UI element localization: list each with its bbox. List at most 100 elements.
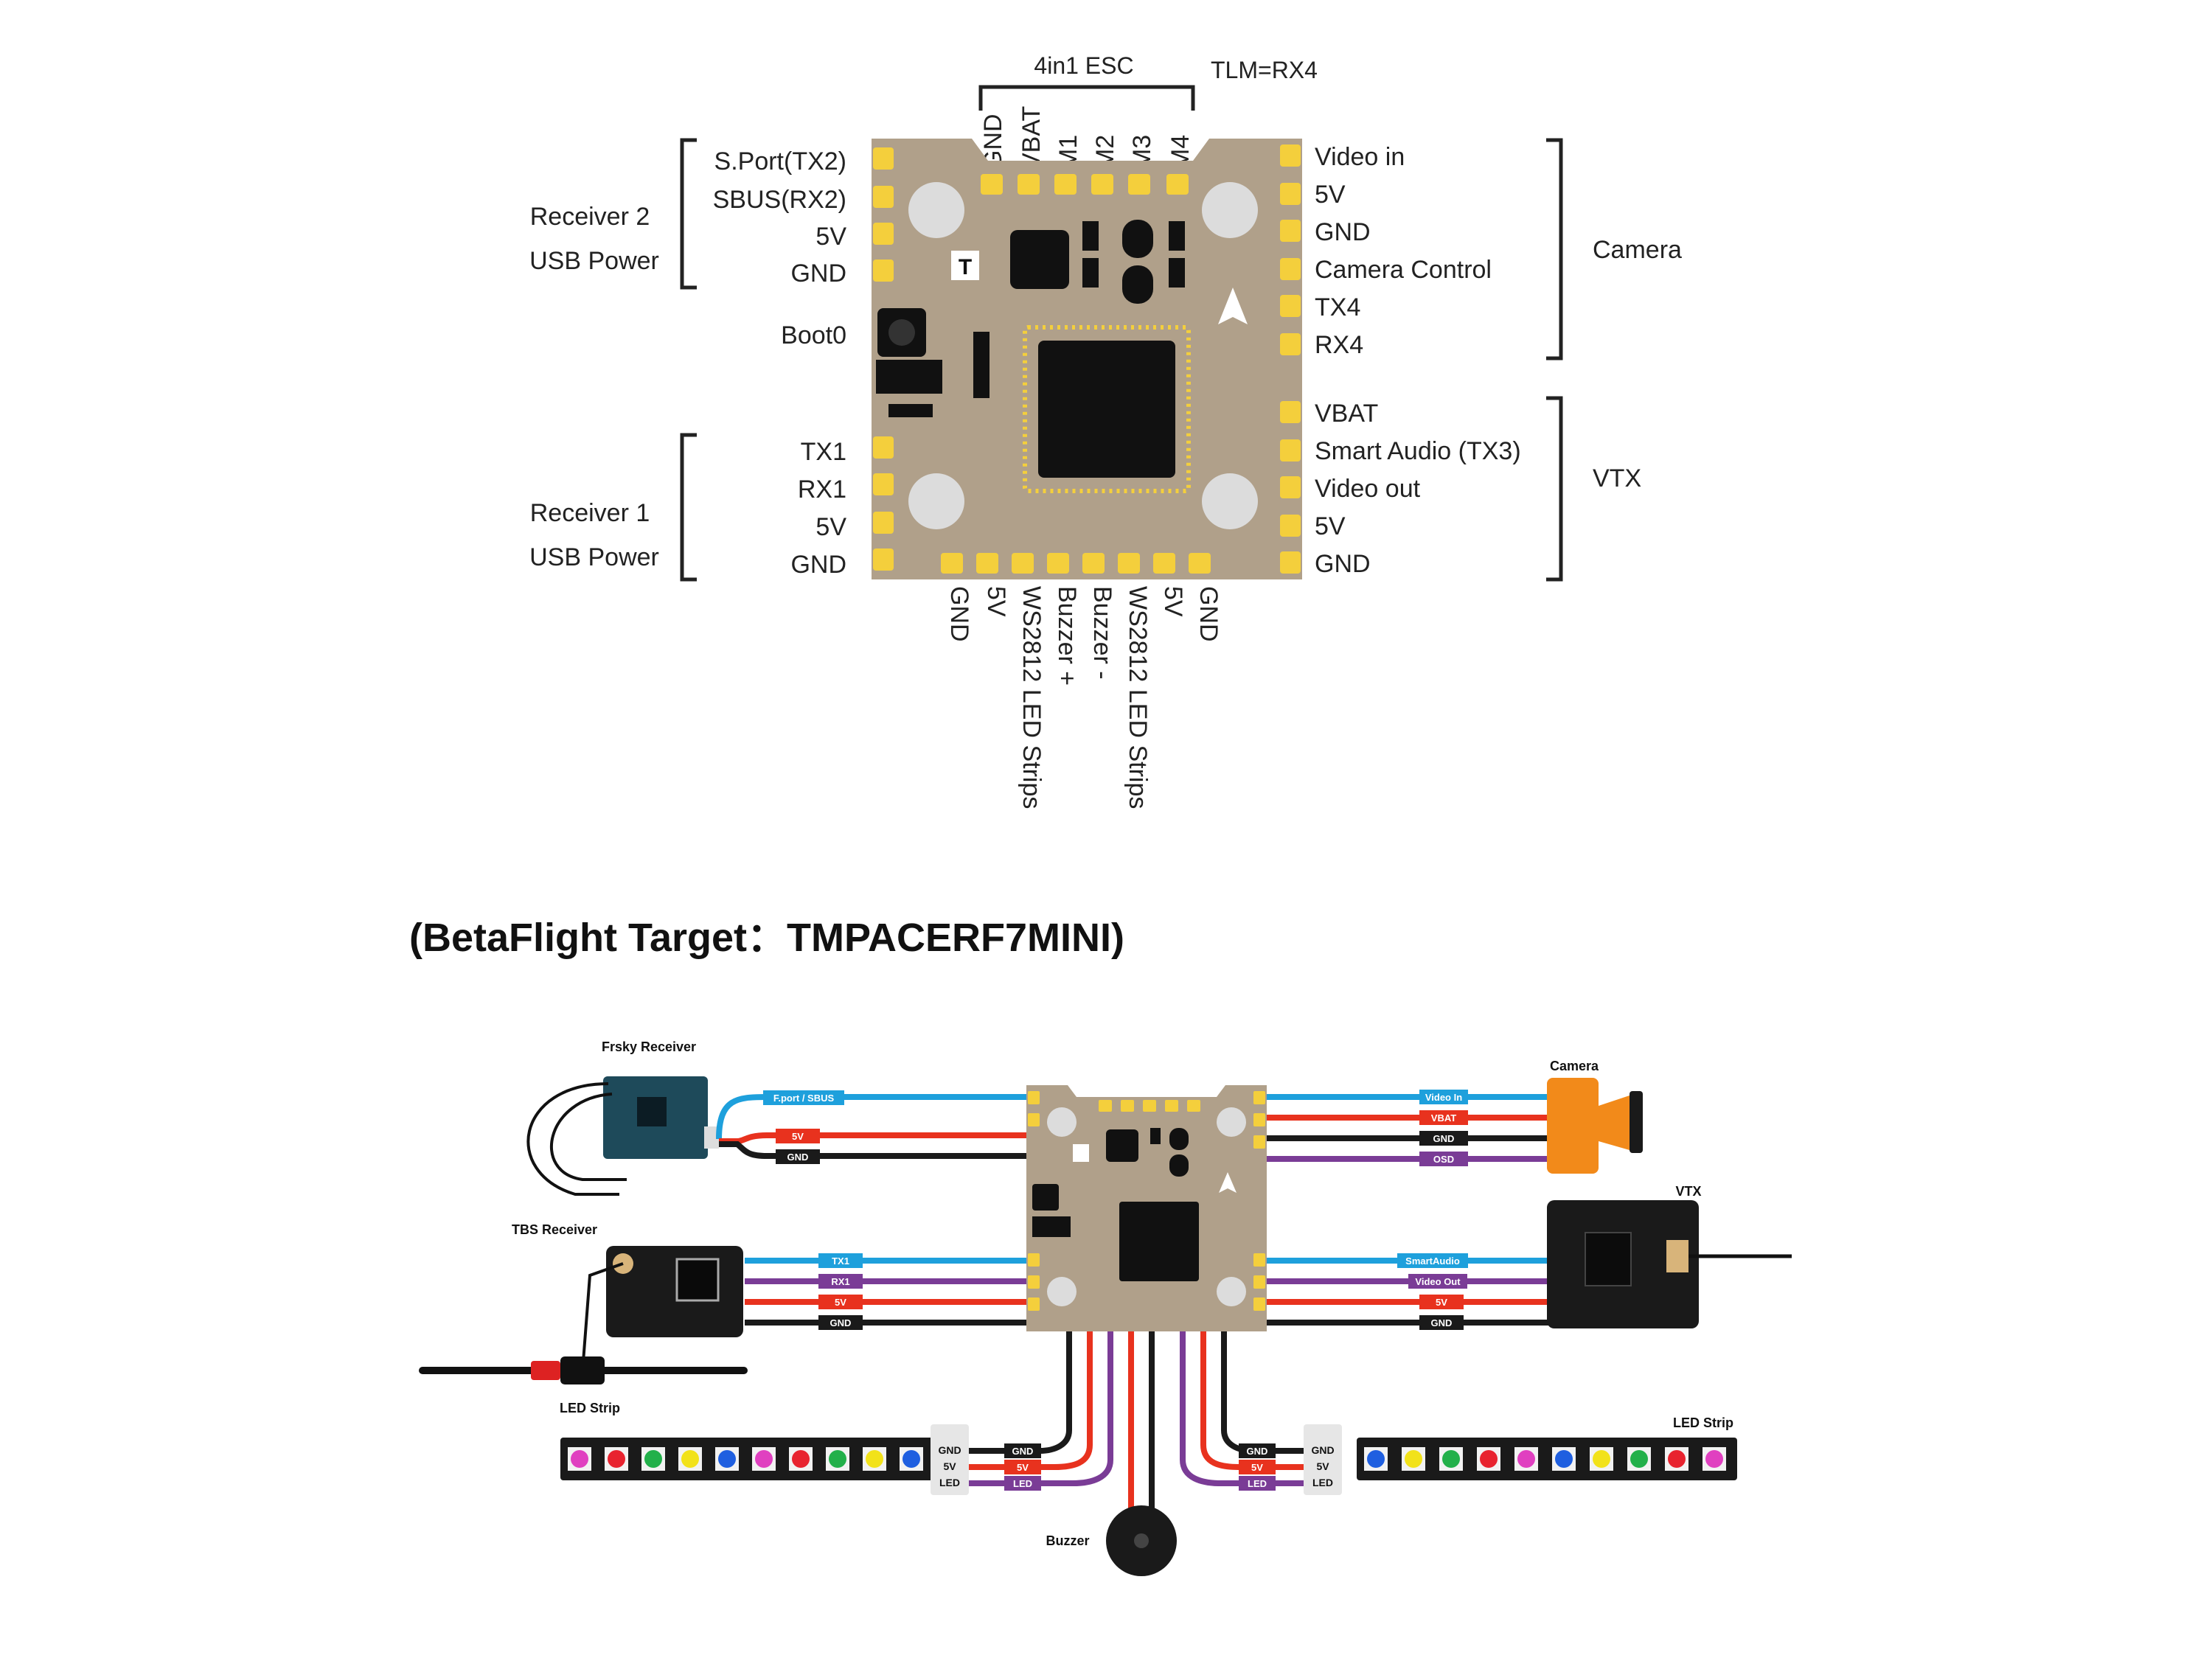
wire-label: GND (1012, 1446, 1034, 1457)
tbs-wires: TX1 RX1 5V GND (745, 1253, 1032, 1330)
wire-label: LED (1248, 1478, 1267, 1489)
camera-wires: Video In VBAT GND OSD (1257, 1090, 1548, 1166)
led-right-conn: 5V (1316, 1460, 1329, 1472)
led-left-conn: LED (939, 1477, 960, 1488)
wire-label: 5V (835, 1297, 846, 1308)
bottom-pin-label: 5V (1159, 586, 1187, 617)
wire-label: SmartAudio (1405, 1255, 1460, 1267)
led-right-conn: LED (1312, 1477, 1333, 1488)
camera-pin: TX4 (1315, 293, 1360, 321)
vtx-pin: VBAT (1315, 400, 1378, 428)
receiver1-name: Receiver 1 (530, 499, 650, 527)
wire-label: 5V (1017, 1462, 1029, 1473)
vtx-title: VTX (1675, 1184, 1701, 1199)
receiver2-group: Receiver 2 USB Power S.Port(TX2) SBUS(RX… (529, 138, 846, 290)
wire-label: GND (1431, 1317, 1453, 1328)
camera-pin: 5V (1315, 181, 1346, 209)
wire-label: Video In (1425, 1092, 1462, 1103)
led-left-conn: GND (938, 1444, 961, 1456)
camera-pin: RX4 (1315, 331, 1363, 359)
wire-label: GND (1247, 1446, 1268, 1457)
wire-label: GND (830, 1317, 852, 1328)
receiver2-pin: 5V (815, 223, 846, 251)
led-pixel (1405, 1450, 1422, 1468)
wire-label: TX1 (832, 1255, 849, 1267)
wire-label: GND (787, 1152, 809, 1163)
vtx-pin: 5V (1315, 512, 1346, 540)
wire-label: 5V (792, 1131, 804, 1142)
camera-group: Video in 5V GND Camera Control TX4 RX4 C… (1315, 138, 1682, 360)
bottom-pin-label: WS2812 LED Strips (1018, 586, 1046, 809)
receiver1-pin: 5V (815, 513, 846, 541)
frsky-wires: F.port / SBUS 5V GND (716, 1090, 1032, 1164)
receiver2-name: Receiver 2 (530, 203, 650, 231)
led-pixel (1668, 1450, 1686, 1468)
led-left-conn: 5V (943, 1460, 956, 1472)
esc-title: 4in1 ESC (1034, 52, 1133, 79)
vtx-name: VTX (1593, 464, 1641, 492)
bottom-pin-label: Buzzer + (1053, 586, 1081, 686)
led-pixel (1630, 1450, 1648, 1468)
wire-label: VBAT (1431, 1112, 1456, 1124)
led-left-title: LED Strip (560, 1401, 620, 1415)
led-pixel (1555, 1450, 1573, 1468)
bottom-pin-label: 5V (982, 586, 1010, 617)
receiver1-pin: RX1 (798, 476, 846, 504)
led-pixel (792, 1450, 810, 1468)
led-pixel (1593, 1450, 1610, 1468)
camera-pin: GND (1315, 218, 1371, 246)
vtx-wires: SmartAudio Video Out 5V GND (1257, 1253, 1548, 1330)
led-pixel (1442, 1450, 1460, 1468)
bottom-pin-label: GND (945, 586, 973, 642)
vtx-module: VTX (1547, 1184, 1792, 1328)
esc-pin-labels: GND VBAT M1 M2 M3 M4 (979, 106, 1194, 170)
buzzer-label: Buzzer (1046, 1533, 1089, 1548)
bottom-pin-labels: GND 5V WS2812 LED Strips Buzzer + Buzzer… (945, 586, 1222, 809)
led-pixel (866, 1450, 883, 1468)
receiver1-pin: TX1 (801, 438, 846, 466)
esc-pin-label: VBAT (1018, 106, 1046, 170)
wire-label: 5V (1436, 1297, 1447, 1308)
led-pixel (1517, 1450, 1535, 1468)
receiver1-pin: GND (790, 551, 846, 579)
led-pixel (829, 1450, 846, 1468)
led-right-title: LED Strip (1673, 1415, 1733, 1430)
wire-label: Video Out (1415, 1276, 1461, 1287)
fc-board-small (1026, 1085, 1267, 1331)
vtx-pin: Smart Audio (TX3) (1315, 437, 1521, 465)
receiver2-pin: S.Port(TX2) (714, 147, 846, 175)
buzzer: Buzzer (1046, 1505, 1177, 1576)
led-pixel (571, 1450, 588, 1468)
esc-bracket: 4in1 ESC TLM=RX4 (978, 52, 1318, 111)
wire-label: OSD (1433, 1154, 1454, 1165)
camera-module: Camera (1547, 1059, 1643, 1174)
receiver1-power: USB Power (529, 543, 659, 571)
flight-controller-board: T (872, 139, 1302, 579)
led-pixel (1367, 1450, 1385, 1468)
wire-label: RX1 (831, 1276, 849, 1287)
frsky-receiver: Frsky Receiver (526, 1039, 719, 1196)
led-strip-left: LED Strip GND 5V LED (560, 1401, 969, 1495)
esc-tlm: TLM=RX4 (1211, 57, 1318, 83)
tbs-title: TBS Receiver (512, 1222, 597, 1237)
led-pixel (902, 1450, 920, 1468)
boot0-label: Boot0 (781, 321, 846, 349)
led-pixel (608, 1450, 625, 1468)
led-pixel (1480, 1450, 1498, 1468)
camera-title: Camera (1550, 1059, 1599, 1073)
receiver1-group: Receiver 1 USB Power TX1 RX1 5V GND (529, 433, 846, 582)
led-pixel (681, 1450, 699, 1468)
receiver2-power: USB Power (529, 247, 659, 275)
camera-name: Camera (1593, 236, 1682, 264)
vtx-pin: GND (1315, 550, 1371, 578)
camera-pin: Video in (1315, 143, 1405, 171)
led-strip-right: LED Strip GND 5V LED (1304, 1415, 1737, 1495)
led-pixel (755, 1450, 773, 1468)
receiver2-pin: SBUS(RX2) (713, 186, 846, 214)
bottom-pin-label: GND (1194, 586, 1222, 642)
board-logo-t: T (959, 255, 972, 279)
receiver2-pin: GND (790, 260, 846, 288)
vtx-group: VBAT Smart Audio (TX3) Video out 5V GND … (1315, 396, 1641, 582)
camera-pin: Camera Control (1315, 256, 1492, 284)
